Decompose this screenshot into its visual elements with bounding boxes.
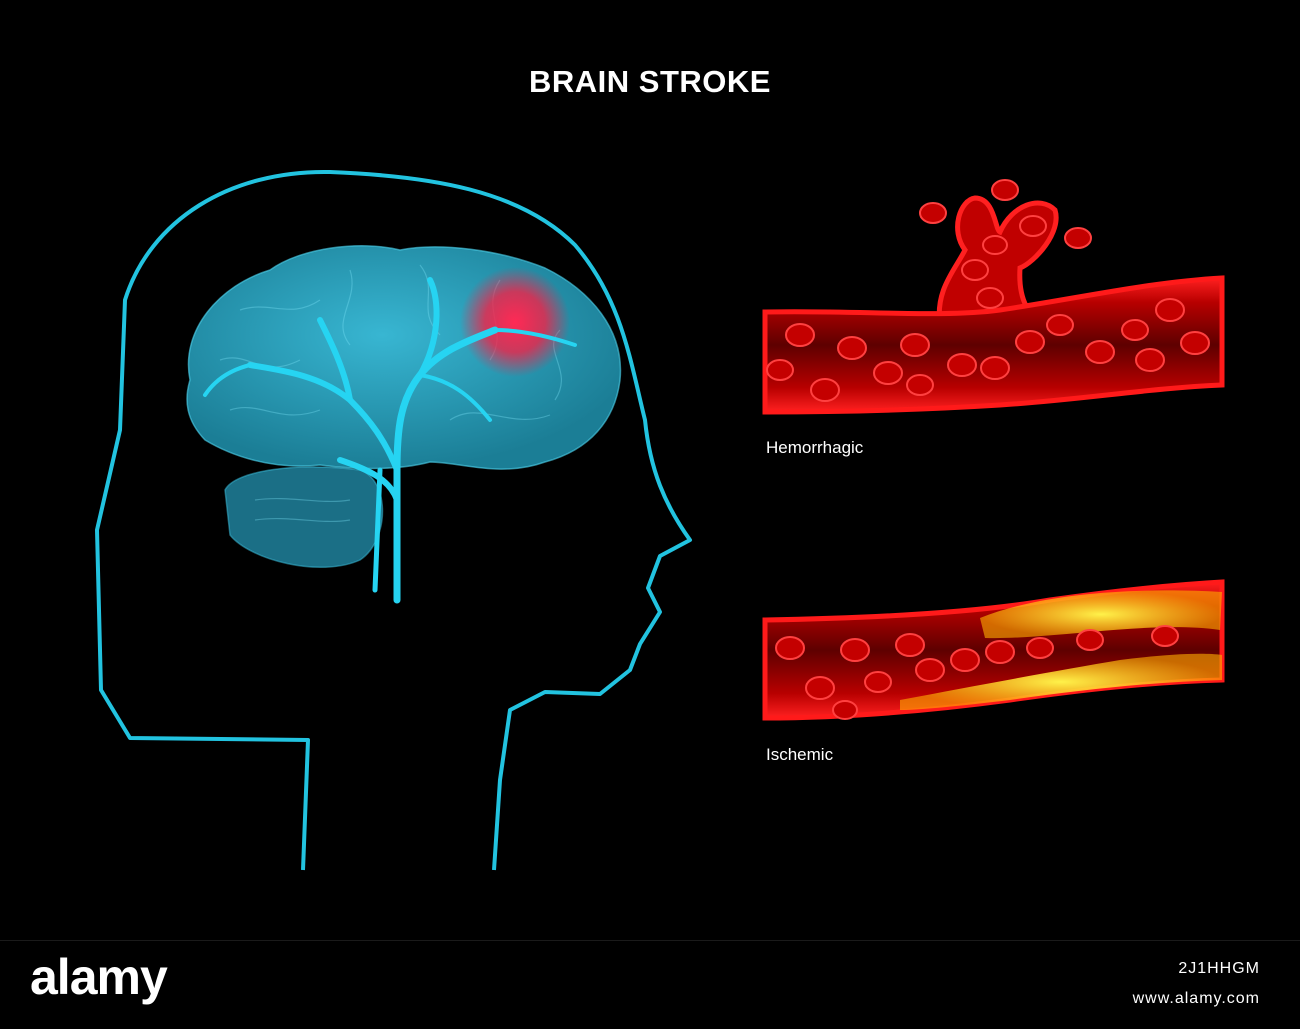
head-outline	[95, 169, 692, 871]
site-url: www.alamy.com	[1132, 990, 1260, 1007]
diagram-canvas: BRAIN STROKE Hemorrhagic Ischemic	[95, 64, 1225, 871]
hemorrhagic-vessel	[762, 179, 1225, 415]
image-id: 2J1HHGM	[1178, 960, 1260, 977]
footer-logo: alamy	[30, 949, 168, 1005]
footer-bar	[0, 940, 1300, 1029]
stroke-highlight	[460, 267, 570, 377]
ischemic-vessel	[762, 579, 1225, 721]
hemorrhagic-label: Hemorrhagic	[766, 438, 864, 457]
ischemic-label: Ischemic	[766, 745, 834, 764]
cerebral-arteries	[203, 277, 577, 604]
plaque-bottom	[900, 653, 1222, 710]
page-title: BRAIN STROKE	[529, 64, 771, 99]
red-blood-cells	[766, 179, 1210, 402]
red-blood-cells-ischemic	[775, 625, 1179, 720]
brain	[186, 245, 622, 604]
cerebellum	[224, 466, 384, 568]
brain-stroke-illustration	[95, 169, 1225, 871]
